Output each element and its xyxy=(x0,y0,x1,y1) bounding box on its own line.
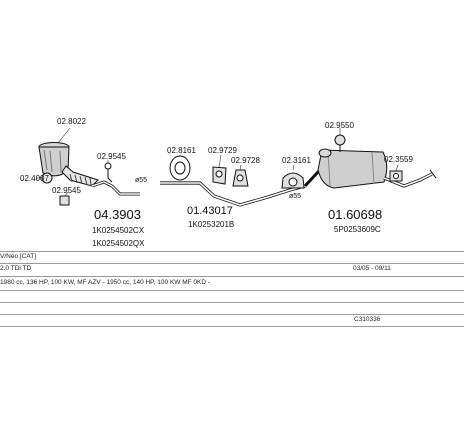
diameter-label: ø55 xyxy=(135,177,147,184)
oem-reference: 1K0254502CX xyxy=(92,226,145,235)
part-label: 02.9550 xyxy=(325,121,354,130)
table-divider xyxy=(0,326,464,327)
part-label: 02.3161 xyxy=(282,156,311,165)
leader-lines xyxy=(36,127,399,197)
oem-reference: 5P0253609C xyxy=(334,225,381,234)
table-row: V/Neo [CAT] xyxy=(0,251,464,263)
table-divider xyxy=(0,276,464,277)
part-label: 02.9728 xyxy=(231,156,260,165)
table-divider xyxy=(0,302,464,303)
diameter-label: ø55 xyxy=(289,193,301,200)
part-label: 02.8161 xyxy=(167,146,196,155)
table-row: C310336 xyxy=(0,314,464,326)
catalytic-converter-assembly xyxy=(38,142,140,206)
engine-specs: 1980 cc, 136 HP, 100 KW, MF AZV - 1950 c… xyxy=(0,279,211,286)
oem-reference: 1K0254502QX xyxy=(92,239,145,248)
part-label: 02.9729 xyxy=(208,146,237,155)
table-row: 2.0 TDi TD 03/05 - 09/11 xyxy=(0,263,464,275)
exhaust-system-diagram: 02.8022 02.4007 02.9545 02.9545 04.3903 … xyxy=(20,117,437,248)
oem-reference: 1K0253201B xyxy=(188,220,234,229)
table-divider xyxy=(0,263,464,264)
part-number-main: 01.43017 xyxy=(187,205,233,217)
production-dates: 03/05 - 09/11 xyxy=(353,265,391,272)
catalog-code: C310336 xyxy=(354,316,381,323)
part-label: 02.8022 xyxy=(57,117,86,126)
vehicle-model: V/Neo [CAT] xyxy=(0,253,37,260)
table-row: 1980 cc, 136 HP, 100 KW, MF AZV - 1950 c… xyxy=(0,277,464,289)
middle-pipe-assembly xyxy=(160,155,306,207)
part-label: 02.3559 xyxy=(384,155,413,164)
part-label: 02.4007 xyxy=(20,174,49,183)
part-number-main: 01.60698 xyxy=(328,207,382,222)
table-divider xyxy=(0,314,464,315)
engine-type: 2.0 TDi TD xyxy=(0,265,32,272)
rear-silencer-assembly xyxy=(303,134,437,189)
table-divider xyxy=(0,290,464,291)
part-number-main: 04.3903 xyxy=(94,207,141,222)
table-divider xyxy=(0,251,464,252)
part-label: 02.9545 xyxy=(52,186,81,195)
part-label: 02.9545 xyxy=(97,152,126,161)
